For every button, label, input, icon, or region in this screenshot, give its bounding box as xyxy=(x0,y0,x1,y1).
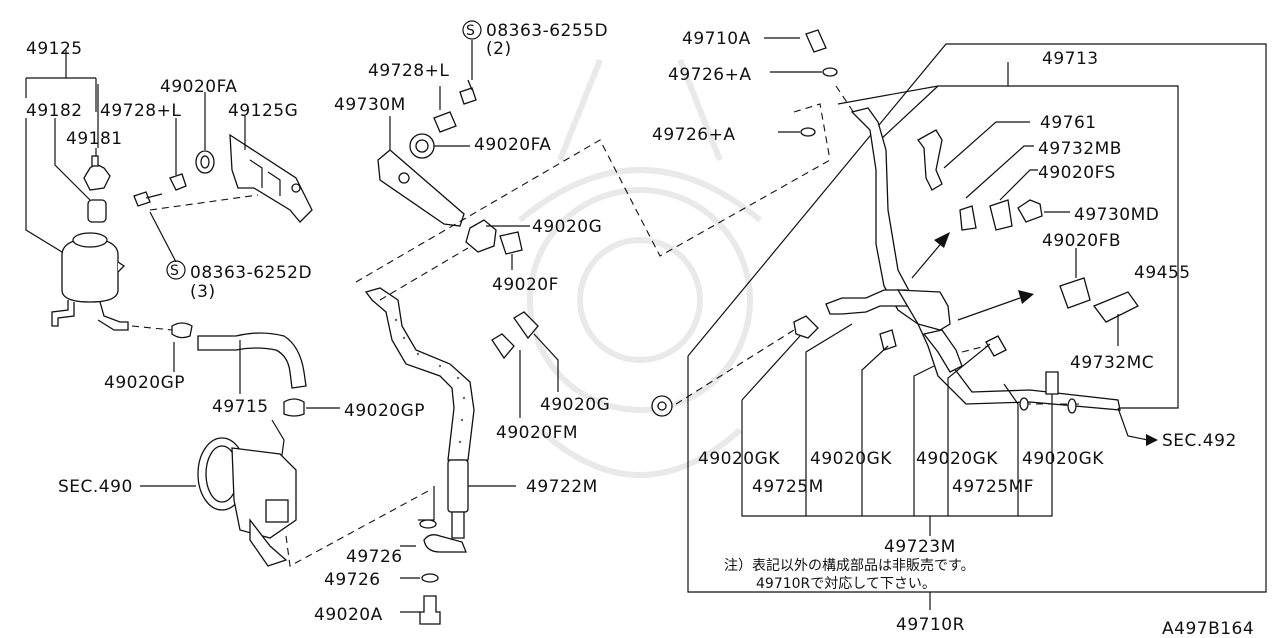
part-label: 49726 xyxy=(324,570,381,590)
washer xyxy=(822,67,838,77)
part-label: 49020FB xyxy=(1042,231,1121,251)
part-label: 49725M xyxy=(752,477,824,497)
banjo-fitting xyxy=(423,534,467,553)
grommet xyxy=(989,199,1013,231)
tube-clamp xyxy=(1045,371,1059,395)
reservoir-bracket xyxy=(229,133,313,223)
part-label: 49182 xyxy=(26,101,83,121)
part-label: 49710R xyxy=(896,615,965,635)
clip xyxy=(1092,291,1139,323)
part-label: 49728+L xyxy=(100,101,181,121)
part-label: 49713 xyxy=(1042,49,1099,69)
tube-clamp xyxy=(879,329,897,351)
part-label: (2) xyxy=(486,39,512,59)
part-label: 49020GK xyxy=(810,449,892,469)
s-mark-text: S xyxy=(170,263,179,279)
reservoir-cap xyxy=(83,163,111,191)
suction-hose-group xyxy=(131,322,340,471)
part-labels: 49125 49182 49181 49728+L 49020FA 49125G… xyxy=(26,21,1254,638)
part-label: 08363-6252D xyxy=(190,263,312,283)
clip xyxy=(959,205,977,231)
sensor xyxy=(917,129,943,191)
hose-clamp xyxy=(465,219,497,253)
part-label: 49020G xyxy=(532,217,602,237)
tube-clamp xyxy=(985,335,1007,357)
part-label: 49020GP xyxy=(104,373,185,393)
part-label: 49020FA xyxy=(474,135,551,155)
service-part-mark: S S xyxy=(166,20,482,280)
part-label: 49726 xyxy=(346,547,403,567)
part-label: 49020GP xyxy=(344,401,425,421)
hose-bracket xyxy=(377,149,465,227)
part-label: 49728+L xyxy=(368,61,449,81)
diagram-id: A497B164 xyxy=(1162,619,1254,638)
part-label: SEC.492 xyxy=(1162,431,1237,451)
part-label: SEC.490 xyxy=(58,477,133,497)
part-label: (3) xyxy=(190,282,216,302)
tube-49713 xyxy=(850,107,1121,411)
part-label: 49020FS xyxy=(1038,163,1116,183)
part-label: 49181 xyxy=(66,129,123,149)
washer xyxy=(800,127,816,137)
collar xyxy=(169,173,187,191)
hose-clamp xyxy=(171,322,193,339)
suction-hose xyxy=(197,332,307,389)
part-label: 49020GK xyxy=(1022,449,1104,469)
part-label: 49761 xyxy=(1040,113,1097,133)
power-steering-pump xyxy=(140,437,431,567)
strainer xyxy=(87,199,107,223)
part-label: 49732MC xyxy=(1070,353,1154,373)
part-label: 49020GK xyxy=(916,449,998,469)
part-label: 49732MB xyxy=(1038,139,1122,159)
pressure-hose-group xyxy=(355,40,831,625)
part-label: 49455 xyxy=(1134,263,1191,283)
part-label: 49125G xyxy=(228,101,298,121)
part-label: 49715 xyxy=(212,397,269,417)
reservoir-tank xyxy=(51,232,129,331)
tube-clamp xyxy=(793,315,819,339)
part-label: 49020GK xyxy=(698,449,780,469)
washer xyxy=(419,519,437,529)
bolt xyxy=(805,29,827,53)
reservoir-group xyxy=(25,50,313,331)
part-label: 49020F xyxy=(492,275,559,295)
clip xyxy=(1017,199,1043,223)
bolt xyxy=(133,191,163,207)
bolt xyxy=(419,595,441,625)
part-label: 49020FA xyxy=(160,77,237,97)
part-label: 49726+A xyxy=(652,125,735,145)
tube-assembly-group xyxy=(651,29,1267,610)
part-label: 49020FM xyxy=(496,423,578,443)
grommet xyxy=(1059,277,1091,309)
background-watermark xyxy=(518,58,762,478)
washer xyxy=(421,573,439,583)
s-mark-text: S xyxy=(466,23,475,39)
note-text: 49710Rで対応して下さい。 xyxy=(756,576,936,592)
part-label: 49726+A xyxy=(668,65,751,85)
bolt xyxy=(459,79,477,105)
part-label: 49725MF xyxy=(952,477,1034,497)
note-text: 注）表記以外の構成部品は非販売です。 xyxy=(724,557,975,574)
part-label: 49710A xyxy=(682,29,751,49)
part-label: 49020G xyxy=(540,395,610,415)
part-label: 49020A xyxy=(314,605,383,625)
part-label: 49722M xyxy=(526,477,598,497)
collar xyxy=(433,111,457,133)
part-label: 49730MD xyxy=(1074,205,1159,225)
part-label: 08363-6255D xyxy=(486,21,608,41)
pressure-hose xyxy=(364,287,475,461)
part-label: 49730M xyxy=(334,95,406,115)
part-label: 49723M xyxy=(884,537,956,557)
part-label: 49125 xyxy=(26,39,83,59)
hose-clamp xyxy=(283,398,305,417)
